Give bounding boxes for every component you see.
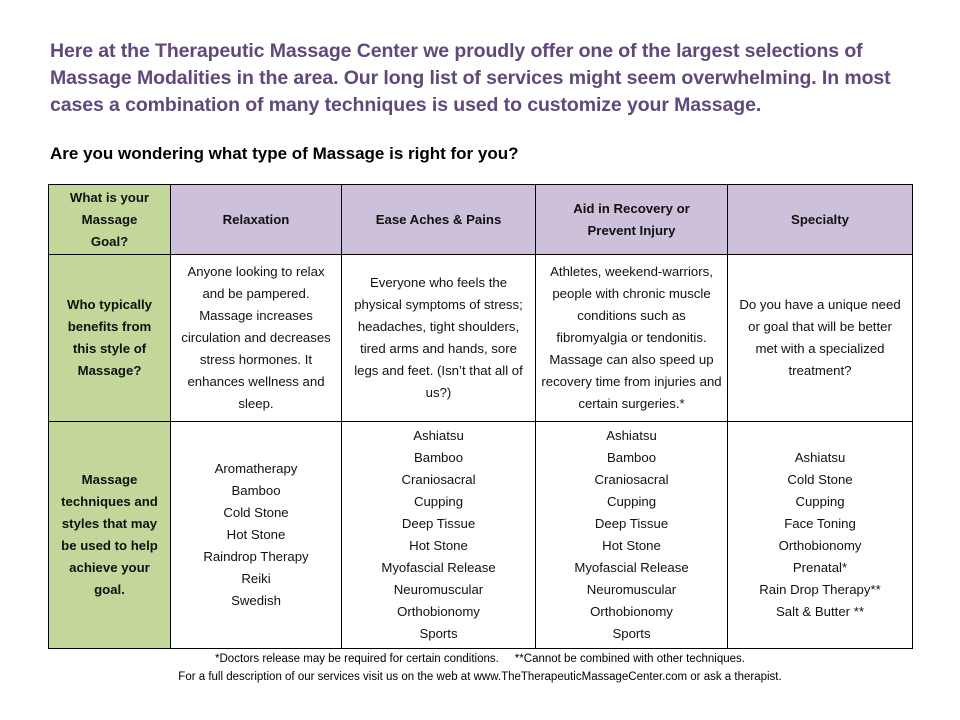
- technique-item: Raindrop Therapy: [203, 549, 309, 564]
- technique-item: Bamboo: [413, 450, 464, 465]
- technique-item: Cupping: [606, 494, 657, 509]
- technique-item: Craniosacral: [594, 472, 669, 487]
- technique-item: Ashiatsu: [413, 428, 464, 443]
- header-relaxation: Relaxation: [170, 184, 342, 255]
- technique-item: Hot Stone: [409, 538, 468, 553]
- technique-item: Swedish: [231, 593, 281, 608]
- massage-goal-table: What is your Massage Goal? Relaxation Ea…: [48, 184, 913, 649]
- technique-item: Neuromuscular: [393, 582, 484, 597]
- technique-item: Myofascial Release: [574, 560, 689, 575]
- technique-item: Bamboo: [231, 483, 281, 498]
- footnote: *Doctors release may be required for cer…: [215, 653, 745, 665]
- technique-item: Sports: [419, 626, 458, 641]
- technique-item: Aromatherapy: [214, 461, 298, 476]
- technique-item: Ashiatsu: [606, 428, 657, 443]
- technique-item: Reiki: [241, 571, 271, 586]
- row-label-benefits: Who typically benefits from this style o…: [48, 254, 171, 422]
- question-heading: Are you wondering what type of Massage i…: [50, 144, 519, 163]
- technique-item: Prenatal*: [792, 560, 848, 575]
- techniques-row: Massage techniques and styles that may b…: [48, 421, 913, 649]
- benefits-ease-aches: Everyone who feels the physical symptoms…: [341, 254, 536, 422]
- intro-paragraph: Here at the Therapeutic Massage Center w…: [50, 40, 891, 116]
- technique-item: Rain Drop Therapy**: [759, 582, 881, 597]
- website-note: For a full description of our services v…: [178, 671, 782, 683]
- header-row: What is your Massage Goal? Relaxation Ea…: [48, 184, 913, 255]
- technique-item: Ashiatsu: [794, 450, 846, 465]
- technique-item: Deep Tissue: [401, 516, 476, 531]
- benefits-specialty: Do you have a unique need or goal that w…: [727, 254, 913, 422]
- technique-item: Myofascial Release: [381, 560, 496, 575]
- technique-item: Cold Stone: [223, 505, 289, 520]
- technique-item: Cold Stone: [787, 472, 853, 487]
- benefits-recovery: Athletes, weekend-warriors, people with …: [535, 254, 728, 422]
- header-recovery: Aid in Recovery or Prevent Injury: [535, 184, 728, 255]
- technique-item: Orthobionomy: [397, 604, 480, 619]
- technique-item: Sports: [612, 626, 651, 641]
- technique-item: Deep Tissue: [594, 516, 669, 531]
- header-ease-aches: Ease Aches & Pains: [341, 184, 536, 255]
- technique-item: Orthobionomy: [778, 538, 862, 553]
- row-label-techniques: Massage techniques and styles that may b…: [48, 421, 171, 649]
- technique-item: Orthobionomy: [590, 604, 673, 619]
- technique-item: Hot Stone: [226, 527, 286, 542]
- technique-item: Cupping: [413, 494, 464, 509]
- technique-item: Hot Stone: [602, 538, 661, 553]
- technique-item: Face Toning: [784, 516, 856, 531]
- corner-cell: What is your Massage Goal?: [48, 184, 171, 255]
- benefits-relaxation: Anyone looking to relax and be pampered.…: [170, 254, 342, 422]
- header-specialty: Specialty: [727, 184, 913, 255]
- technique-item: Bamboo: [606, 450, 657, 465]
- technique-item: Cupping: [795, 494, 845, 509]
- technique-item: Craniosacral: [401, 472, 476, 487]
- benefits-row: Who typically benefits from this style o…: [48, 254, 913, 422]
- technique-item: Salt & Butter **: [776, 604, 864, 619]
- technique-item: Neuromuscular: [586, 582, 677, 597]
